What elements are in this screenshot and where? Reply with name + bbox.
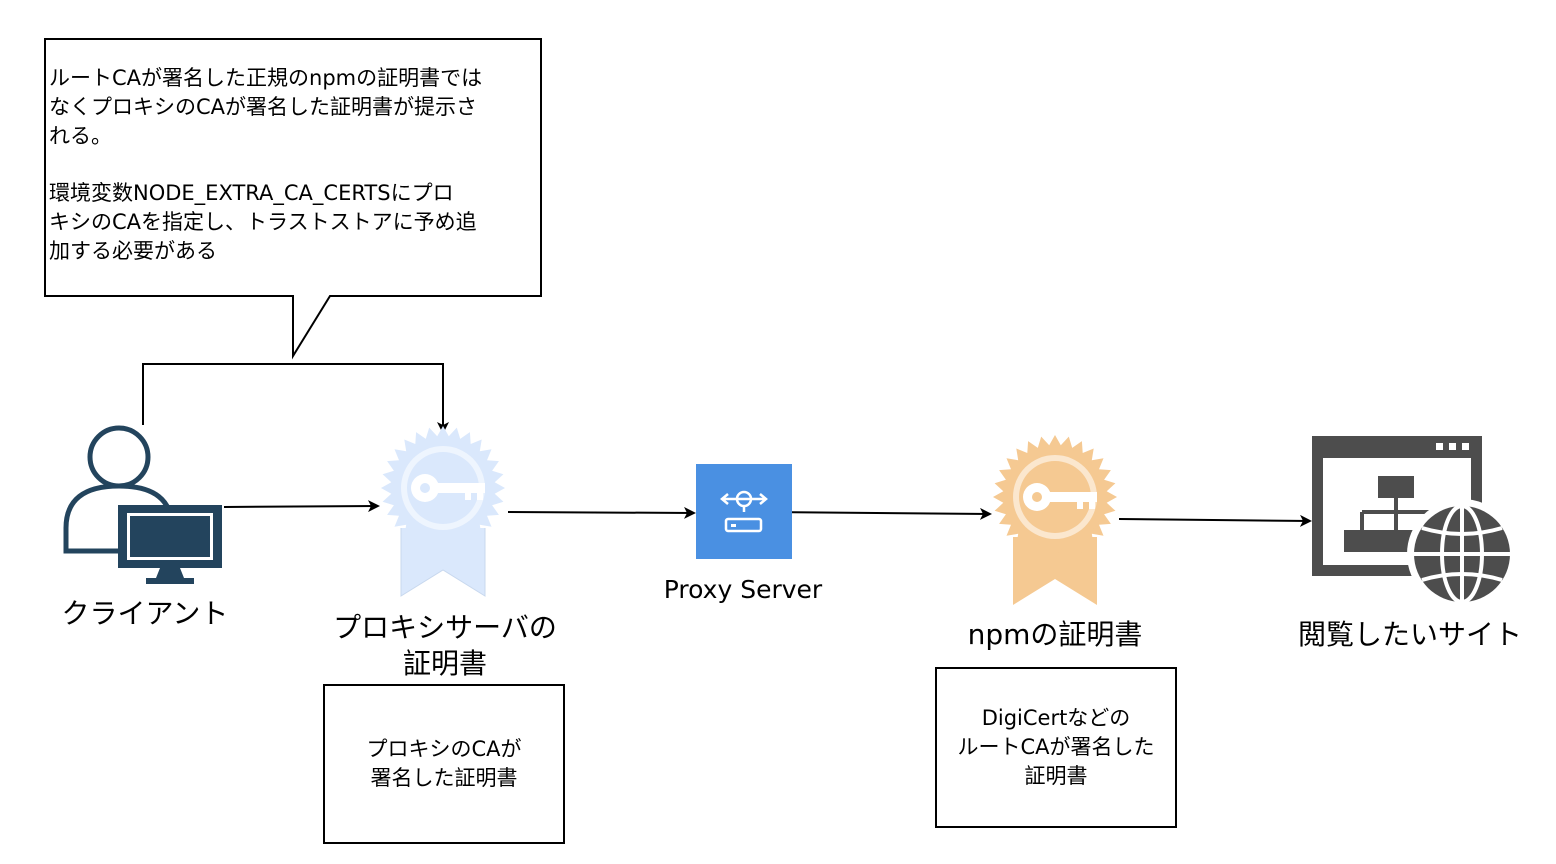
npm-cert-label: npmの証明書 — [967, 618, 1143, 651]
certificate-icon — [993, 435, 1117, 605]
proxy-server-icon — [696, 464, 792, 559]
callout-paragraph-2: 環境変数NODE_EXTRA_CA_CERTSにプロ キシのCAを指定し、トラス… — [49, 181, 477, 263]
callout-bubble — [44, 38, 542, 360]
client-label: クライアント — [61, 597, 229, 630]
callout-text: ルートCAが署名した正規のnpmの証明書では なくプロキシのCAが署名した証明書… — [49, 64, 539, 266]
website-icon — [1312, 436, 1517, 609]
edge-proxy-server-to-npm-cert — [765, 507, 992, 520]
target-site-label: 閲覧したいサイト — [1297, 618, 1522, 651]
npm-cert-note: DigiCertなどの ルートCAが署名した 証明書 — [935, 667, 1177, 828]
proxy-cert-note: プロキシのCAが 署名した証明書 — [323, 684, 565, 844]
edge-npm-cert-to-site — [1118, 514, 1312, 527]
callout-paragraph-1: ルートCAが署名した正規のnpmの証明書では なくプロキシのCAが署名した証明書… — [49, 66, 483, 148]
npm-cert-note-text: DigiCertなどの ルートCAが署名した 証明書 — [957, 706, 1155, 788]
certificate-icon — [381, 426, 505, 597]
proxy-server-label: Proxy Server — [663, 575, 823, 604]
user-computer-icon — [63, 425, 222, 584]
edge-client-to-proxy-cert-top — [142, 363, 449, 434]
proxy-cert-label: プロキシサーバの 証明書 — [333, 611, 557, 680]
proxy-cert-note-text: プロキシのCAが 署名した証明書 — [366, 737, 522, 790]
edge-client-to-proxy-cert — [223, 500, 380, 513]
edge-proxy-cert-to-proxy-server — [507, 506, 696, 519]
